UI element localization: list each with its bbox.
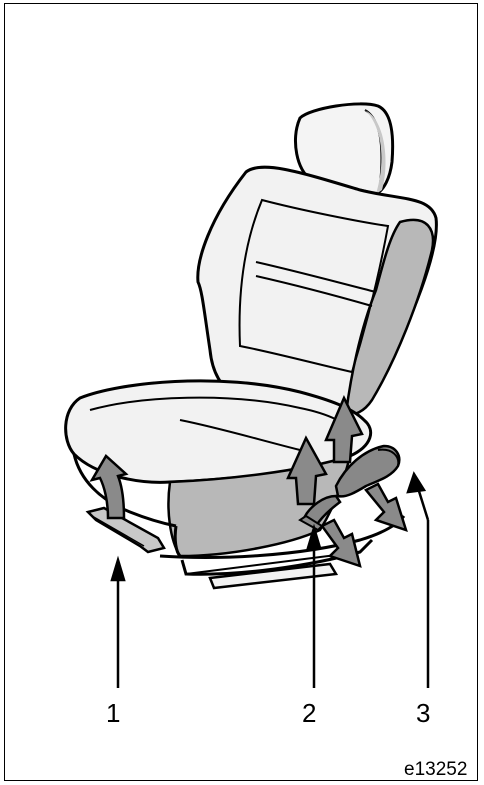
callout-label-3: 3	[416, 700, 430, 726]
callout-label-2: 2	[302, 700, 316, 726]
down-right-arrow-icon	[366, 484, 406, 530]
seat-position-bar-handle	[88, 508, 164, 552]
callout-label-1: 1	[106, 700, 120, 726]
figure-code: e13252	[404, 760, 467, 779]
seatback	[198, 167, 437, 414]
